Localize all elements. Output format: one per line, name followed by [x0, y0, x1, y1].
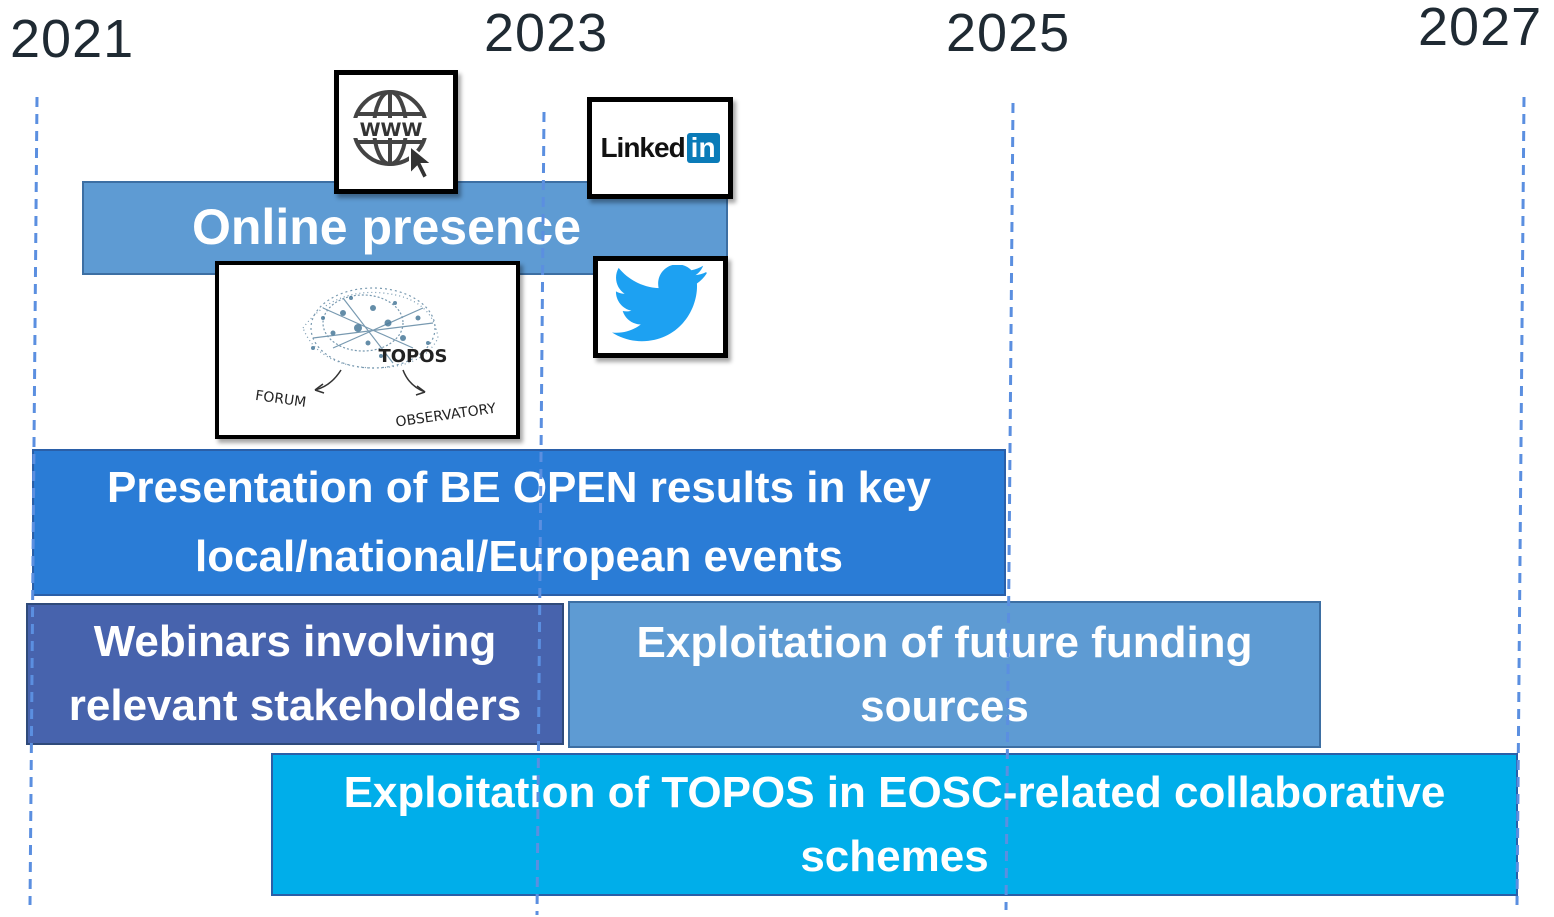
- topos-label-line1: Exploitation of TOPOS in EOSC-related co…: [343, 767, 1446, 817]
- funding-label-line2: sources: [860, 681, 1029, 731]
- topos-label-line2: schemes: [800, 831, 989, 881]
- topos-label: TOPOS: [378, 346, 447, 367]
- topos-logo-icon: TOPOS FORUM OBSERVATORY: [254, 286, 497, 430]
- twitter-icon: [611, 265, 707, 342]
- presentation-label-line1: Presentation of BE OPEN results in key: [106, 463, 931, 513]
- webinars-bar: Webinars involving relevant stakeholders: [26, 603, 564, 745]
- funding-bar: Exploitation of future funding sources: [568, 601, 1321, 748]
- twitter-icon-box: [593, 256, 728, 358]
- year-label-2027: 2027: [1418, 0, 1543, 57]
- year-label-2023: 2023: [484, 3, 609, 63]
- linkedin-in-badge: in: [686, 132, 720, 164]
- topos-observatory-label: OBSERVATORY: [394, 400, 497, 430]
- topos-forum-label: FORUM: [254, 387, 307, 410]
- online-presence-label: Online presence: [192, 199, 582, 256]
- presentation-bar: Presentation of BE OPEN results in key l…: [32, 449, 1006, 596]
- webinars-label-line2: relevant stakeholders: [68, 681, 522, 730]
- webinars-label-line1: Webinars involving: [93, 617, 497, 667]
- year-label-2025: 2025: [946, 3, 1071, 63]
- globe-www-icon: WWW: [352, 90, 435, 180]
- www-icon-box: WWW: [334, 70, 458, 194]
- topos-bar: Exploitation of TOPOS in EOSC-related co…: [271, 753, 1518, 896]
- www-label: WWW: [360, 119, 423, 141]
- linkedin-text: Linked: [600, 132, 685, 163]
- funding-label-line1: Exploitation of future funding: [636, 617, 1253, 667]
- presentation-label-line2: local/national/European events: [195, 531, 843, 581]
- topos-logo-box: TOPOS FORUM OBSERVATORY: [215, 261, 520, 439]
- year-label-2021: 2021: [10, 9, 135, 69]
- gridline-2027: [1515, 96, 1526, 906]
